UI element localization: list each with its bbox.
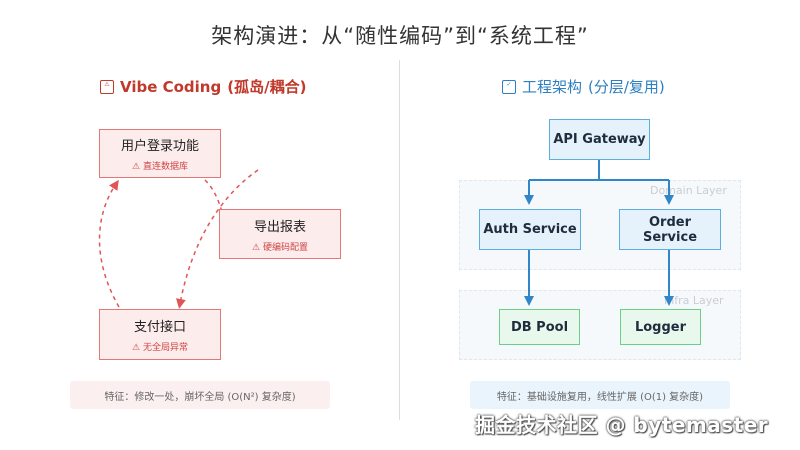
left-heading: ⚠ Vibe Coding (孤岛/耦合) — [100, 76, 306, 97]
warning-badge-icon: ⚠ — [100, 79, 114, 94]
node-payment: 支付接口 ⚠ 无全局异常 — [99, 309, 221, 360]
node-db-pool: DB Pool — [499, 309, 580, 345]
node-logger: Logger — [620, 309, 701, 345]
gateway-stem — [529, 160, 669, 181]
left-heading-paren: (孤岛/耦合) — [227, 78, 307, 96]
left-heading-main: Vibe Coding — [120, 77, 222, 96]
right-characteristic-note: 特征：基础设施复用，线性扩展 (O(1) 复杂度) — [470, 381, 730, 409]
node-order-service: Order Service — [619, 209, 721, 250]
left-characteristic-note: 特征：修改一处，崩坏全局 (O(N²) 复杂度) — [70, 381, 330, 409]
diagram-title: 架构演进：从“随性编码”到“系统工程” — [211, 24, 589, 48]
node-payment-warning: ⚠ 无全局异常 — [132, 343, 188, 353]
node-export-report: 导出报表 ⚠ 硬编码配置 — [219, 209, 341, 259]
node-user-login-warning: ⚠ 直连数据库 — [132, 162, 188, 172]
node-user-login: 用户登录功能 ⚠ 直连数据库 — [99, 129, 221, 178]
right-heading-main: 工程架构 — [522, 78, 583, 96]
right-heading: ✓ 工程架构 (分层/复用) — [502, 76, 665, 97]
node-api-gateway: API Gateway — [549, 119, 650, 160]
node-export-report-title: 导出报表 — [253, 219, 306, 235]
red-link-pay-login — [98, 179, 120, 308]
check-badge-icon: ✓ — [502, 79, 516, 94]
watermark: 掘金技术社区 @ bytemaster — [475, 413, 769, 437]
node-payment-title: 支付接口 — [133, 320, 186, 335]
red-link-out-pay — [175, 169, 259, 309]
red-link-login-report — [204, 179, 223, 213]
node-auth-service: Auth Service — [479, 209, 581, 250]
center-divider — [399, 60, 400, 420]
node-export-report-warning: ⚠ 硬编码配置 — [252, 242, 308, 253]
infra-layer-label: Infra Layer — [664, 294, 724, 307]
right-heading-paren: (分层/复用) — [588, 78, 665, 96]
node-user-login-title: 用户登录功能 — [120, 139, 199, 154]
